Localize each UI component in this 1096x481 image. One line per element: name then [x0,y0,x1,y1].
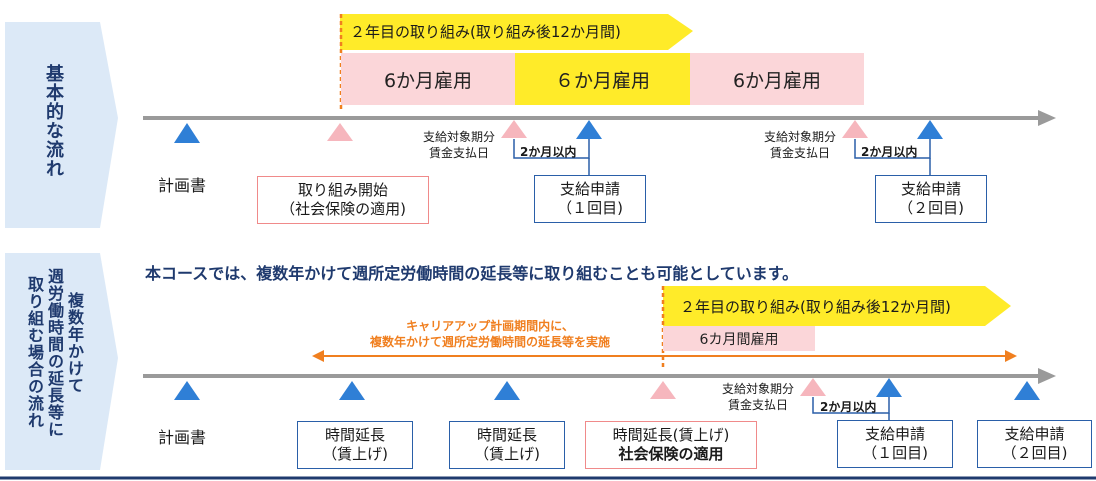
bottom-within2-label: 2か月以内 [820,400,877,414]
bottom-side-label-col1: 複数年かけて [65,292,84,394]
bottom-ext-triangle-3 [650,381,676,399]
bottom-paydate-triangle [800,378,826,396]
bottom-paydate-label: 支給対象期分 賃金支払日 [710,381,806,413]
bottom-ext-box-1-line1: 時間延長 [324,426,385,444]
top-year2-banner: ２年目の取り組み(取り組み後12か月間) [350,23,621,41]
top-apply-box-1: 支給申請 （１回目) [534,175,646,223]
top-apply-box-1-line2: （１回目) [557,199,623,217]
bottom-apply-box-2: 支給申請 （２回目) [977,420,1092,468]
bottom-side-label-col3: 取り組む場合の流れ [25,276,44,429]
career-note-line2: 複数年かけて週所定労働時間の延長等を実施 [369,335,610,349]
bottom-ext-box-1-line2: （賃上げ) [322,445,388,463]
bottom-year2-banner: ２年目の取り組み(取り組み後12か月間) [680,298,951,316]
top-apply-triangle-2 [917,120,943,139]
top-apply-box-2: 支給申請 （２回目) [875,175,987,223]
bottom-paydate-label-line1: 支給対象期分 [721,382,794,396]
bottom-paydate-label-line2: 賃金支払日 [727,398,788,412]
top-timeline-arrowhead [1038,110,1056,126]
top-side-label: 基本的な流れ [43,64,64,178]
bottom-apply-box-2-line2: （２回目) [1001,444,1068,462]
top-apply-box-2-line2: （２回目) [898,199,964,217]
top-paydate-label-2-line1: 支給対象期分 [763,130,836,144]
bottom-apply-triangle-1 [876,378,902,397]
top-period-1: 6か月雇用 [341,53,515,105]
bottom-within2-bracket [812,397,890,414]
top-start-box: 取り組み開始 （社会保険の適用) [257,176,429,224]
top-apply-box-2-line1: 支給申請 [900,180,961,198]
bottom-ext-box-3-line1: 時間延長(賃上げ) [612,426,730,444]
bottom-apply-box-2-line1: 支給申請 [1004,425,1065,443]
bottom-plan-triangle [174,381,200,400]
top-paydate-label-1-line1: 支給対象期分 [422,130,495,144]
bottom-side-panel [5,253,118,470]
top-within2-label-2: 2か月以内 [861,145,918,159]
top-plan-triangle [174,123,200,143]
bottom-timeline-arrowhead [1038,368,1056,384]
top-period-2: ６か月雇用 [515,53,690,105]
top-start-box-line2: （社会保険の適用) [280,200,406,218]
top-apply-box-1-line1: 支給申請 [559,180,620,198]
top-plan-label: 計画書 [158,176,207,195]
top-within2-bracket-2 [854,139,931,159]
top-paydate-triangle-2 [842,120,868,138]
bottom-ext-triangle-2 [494,381,520,400]
top-paydate-label-2-line2: 賃金支払日 [769,146,830,160]
top-paydate-label-2: 支給対象期分 賃金支払日 [752,129,848,161]
career-note-line1: キャリアアップ計画期間内に、 [406,319,574,333]
bottom-apply-triangle-2 [1014,381,1040,400]
bottom-headline: 本コースでは、複数年かけて週所定労働時間の延長等に取り組むことも可能としています… [145,264,799,283]
bottom-ext-box-2: 時間延長 （賃上げ) [449,421,565,469]
bottom-year2-arrow [663,286,1011,326]
bottom-plan-label: 計画書 [158,428,207,447]
top-year2-arrow [340,14,693,50]
bottom-apply-box-1: 支給申請 （１回目) [837,420,953,468]
career-range-arrow-right [1005,350,1017,362]
top-apply-triangle-1 [576,120,602,139]
top-paydate-triangle-1 [501,120,527,138]
career-range-arrow-left [312,350,324,362]
career-note: キャリアアップ計画期間内に、 複数年かけて週所定労働時間の延長等を実施 [330,318,650,350]
top-period-3: 6か月雇用 [690,53,864,105]
bottom-ext-box-3: 時間延長(賃上げ) 社会保険の適用 [585,421,757,469]
top-paydate-label-1-line2: 賃金支払日 [428,146,489,160]
top-start-box-line1: 取り組み開始 [297,181,388,199]
bottom-ext-box-3-line2: 社会保険の適用 [618,445,724,463]
bottom-ext-box-2-line2: （賃上げ) [474,445,540,463]
bottom-side-label-col2: 週労働時間の延長等に [45,268,64,438]
top-within2-label-1: 2か月以内 [520,145,577,159]
top-paydate-label-1: 支給対象期分 賃金支払日 [411,129,507,161]
bottom-apply-box-1-line1: 支給申請 [864,425,925,443]
bottom-ext-box-2-line1: 時間延長 [476,426,537,444]
top-side-panel [5,22,118,228]
bottom-period: 6カ月間雇用 [663,326,815,351]
bottom-ext-box-1: 時間延長 （賃上げ) [297,421,413,469]
top-within2-bracket-1 [513,139,590,159]
bottom-ext-triangle-1 [339,381,365,400]
bottom-apply-box-1-line2: （１回目) [862,444,928,462]
top-start-triangle [327,123,353,141]
